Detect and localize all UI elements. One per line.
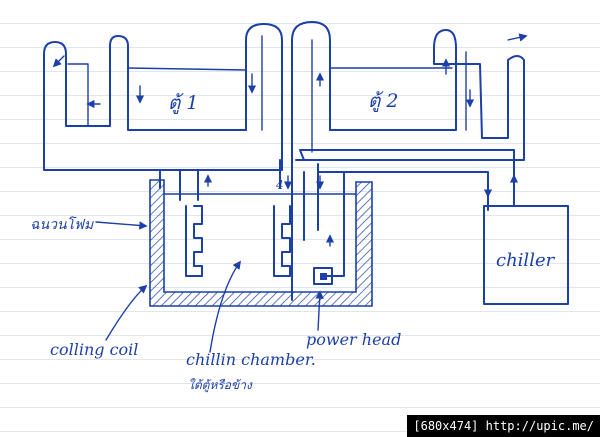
cooling-coil-left (185, 205, 203, 277)
flow-arrows (52, 33, 528, 247)
pipe-to-chiller (299, 149, 515, 277)
number-mark: 4 (276, 178, 284, 192)
tank2-outline (291, 21, 525, 171)
chiller-chamber-label: chillin chamber. (186, 350, 316, 369)
chamber-insulation (149, 179, 373, 307)
tank2-label: ตู้ 2 (368, 90, 399, 112)
insulation-label: ฉนวนโฟม (30, 217, 94, 233)
tank1-inner-wall (67, 35, 263, 131)
chiller-box (483, 205, 569, 305)
cooling-coil-right (273, 205, 291, 277)
chamber-note-label: ใต้ตู้หรือข้าง (188, 378, 252, 392)
pipe-tank2-to-chamber (279, 159, 319, 301)
power-head-label: power head (306, 330, 402, 349)
chiller-label: chiller (496, 250, 555, 271)
tank1-outline (43, 23, 283, 171)
tank2-inner-wall (311, 39, 467, 153)
pipe-tank1-to-chamber (159, 169, 199, 201)
power-head-core (320, 273, 327, 280)
power-head (313, 267, 333, 285)
image-source-caption: [680x474] http://upic.me/ (407, 415, 600, 437)
leader-lines (95, 221, 324, 353)
tank1-label: ตู้ 1 (168, 92, 199, 114)
cooling-coil-label: colling coil (50, 340, 139, 359)
